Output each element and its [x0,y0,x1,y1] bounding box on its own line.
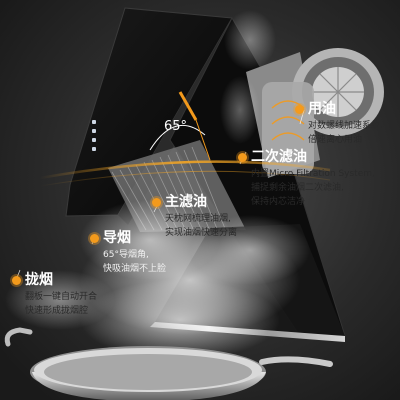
feature-desc-line: 内置Micro Filtration System, [251,169,375,179]
feature-title: 主滤油 [165,194,207,210]
touch-button[interactable] [92,138,96,142]
accent-dot [238,153,247,162]
feature-title: 导烟 [103,230,131,246]
feature-title: 拢烟 [25,272,53,288]
feature-desc-line: 对数螺线加速系统, [308,121,383,131]
accent-dot [90,234,99,243]
feature-desc-line: 快速形成拢烟腔 [25,306,89,316]
touch-button[interactable] [92,129,96,133]
feature-secondary-filter: 二次滤油 内置Micro Filtration System, 捕捉剩余油烟二次… [238,148,375,208]
feature-guide-smoke: 导烟 65°导烟角, 快吸油烟不上脸 [90,229,166,275]
feature-title: 用油 [308,101,336,117]
feature-title: 二次滤油 [251,149,307,165]
feature-desc-line: 捕捉剩余油烟二次滤油, [251,183,344,193]
feature-desc-line: 快吸油烟不上脸 [103,264,167,274]
feature-gather-smoke: 拢烟 翻板一键自动开合 快速形成拢烟腔 [12,271,97,317]
feature-desc-line: 实现油烟快速分离 [165,228,238,238]
feature-oil: 用油 对数螺线加速系统, 倍速离心用油 [295,100,383,146]
angle-label: 65° [164,119,188,134]
angle-indicator [149,91,211,161]
accent-dot [152,198,161,207]
accent-dot [12,276,21,285]
touch-button[interactable] [92,147,96,151]
touch-button[interactable] [92,120,96,124]
wok [4,327,333,400]
feature-main-filter: 主滤油 天枕网梳理油烟, 实现油烟快速分离 [152,193,237,239]
feature-desc-line: 天枕网梳理油烟, [165,214,231,224]
feature-desc-line: 倍速离心用油 [308,135,363,145]
cooking-smoke [5,10,310,360]
feature-desc-line: 翻板一键自动开合 [25,292,98,302]
feature-desc-line: 保持内芯洁净 [251,197,306,207]
feature-desc-line: 65°导烟角, [103,250,149,260]
accent-dot [295,105,304,114]
control-panel [86,120,104,156]
